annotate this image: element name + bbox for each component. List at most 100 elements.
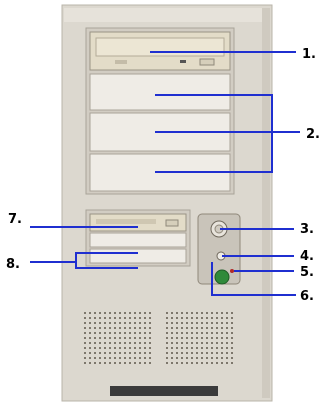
small-bay-cover-2 bbox=[89, 248, 187, 264]
vent-hole bbox=[109, 322, 111, 324]
vent-hole bbox=[191, 312, 193, 314]
vent-hole bbox=[84, 342, 86, 344]
vent-hole bbox=[89, 362, 91, 364]
vent-hole bbox=[109, 362, 111, 364]
vent-hole bbox=[186, 357, 188, 359]
vent-hole bbox=[211, 352, 213, 354]
vent-hole bbox=[221, 337, 223, 339]
vent-hole bbox=[109, 327, 111, 329]
vent-hole bbox=[191, 327, 193, 329]
vent-hole bbox=[109, 342, 111, 344]
vent-hole bbox=[191, 332, 193, 334]
vent-hole bbox=[196, 337, 198, 339]
vent-hole bbox=[171, 362, 173, 364]
vent-hole bbox=[134, 312, 136, 314]
vent-hole bbox=[176, 322, 178, 324]
vent-hole bbox=[191, 362, 193, 364]
vent-hole bbox=[231, 332, 233, 334]
vent-hole bbox=[166, 342, 168, 344]
vent-hole bbox=[89, 337, 91, 339]
vent-hole bbox=[176, 352, 178, 354]
vent-hole bbox=[119, 317, 121, 319]
vent-hole bbox=[119, 322, 121, 324]
vent-hole bbox=[166, 332, 168, 334]
vent-hole bbox=[201, 312, 203, 314]
vent-hole bbox=[149, 312, 151, 314]
empty-bay-cover-1 bbox=[89, 73, 231, 111]
vent-hole bbox=[186, 327, 188, 329]
vent-hole bbox=[211, 337, 213, 339]
vent-hole bbox=[104, 332, 106, 334]
callout-6: 6. bbox=[300, 289, 314, 304]
vent-hole bbox=[186, 352, 188, 354]
vent-hole bbox=[181, 322, 183, 324]
vent-hole bbox=[181, 317, 183, 319]
vent-hole bbox=[129, 342, 131, 344]
vent-hole bbox=[104, 347, 106, 349]
vent-hole bbox=[206, 347, 208, 349]
vent-hole bbox=[119, 337, 121, 339]
vent-hole bbox=[139, 342, 141, 344]
vent-hole bbox=[114, 327, 116, 329]
vent-hole bbox=[206, 342, 208, 344]
vent-hole bbox=[231, 327, 233, 329]
vent-hole bbox=[181, 347, 183, 349]
vent-hole bbox=[171, 352, 173, 354]
vent-hole bbox=[139, 352, 141, 354]
vent-hole bbox=[216, 312, 218, 314]
callout-7: 7. bbox=[8, 212, 22, 227]
vent-hole bbox=[139, 322, 141, 324]
vent-hole bbox=[94, 337, 96, 339]
vent-hole bbox=[144, 357, 146, 359]
vent-hole bbox=[221, 347, 223, 349]
vent-hole bbox=[94, 347, 96, 349]
vent-hole bbox=[171, 327, 173, 329]
vent-hole bbox=[94, 322, 96, 324]
vent-hole bbox=[134, 337, 136, 339]
vent-hole bbox=[134, 342, 136, 344]
vent-hole bbox=[149, 357, 151, 359]
vent-hole bbox=[149, 362, 151, 364]
vent-hole bbox=[196, 332, 198, 334]
cd-logo-mark bbox=[115, 60, 127, 64]
vent-hole bbox=[171, 332, 173, 334]
vent-hole bbox=[149, 342, 151, 344]
vent-hole bbox=[89, 342, 91, 344]
vent-hole bbox=[181, 352, 183, 354]
callout-5: 5. bbox=[300, 265, 314, 280]
leader-8 bbox=[75, 252, 138, 269]
vent-hole bbox=[84, 332, 86, 334]
vent-hole bbox=[84, 312, 86, 314]
vent-hole bbox=[231, 357, 233, 359]
vent-hole bbox=[134, 327, 136, 329]
vent-hole bbox=[144, 327, 146, 329]
vent-hole bbox=[221, 322, 223, 324]
vent-hole bbox=[166, 322, 168, 324]
small-bay-cover-1 bbox=[89, 232, 187, 248]
vent-hole bbox=[191, 342, 193, 344]
vent-hole bbox=[139, 347, 141, 349]
vent-hole bbox=[186, 322, 188, 324]
vent-hole bbox=[196, 327, 198, 329]
vent-hole bbox=[176, 312, 178, 314]
vent-hole bbox=[144, 312, 146, 314]
vent-hole bbox=[129, 317, 131, 319]
vent-hole bbox=[196, 347, 198, 349]
vent-hole bbox=[99, 347, 101, 349]
vent-hole bbox=[186, 337, 188, 339]
vent-hole bbox=[176, 357, 178, 359]
vent-hole bbox=[139, 332, 141, 334]
vent-hole bbox=[109, 332, 111, 334]
vent-hole bbox=[84, 327, 86, 329]
leader-6 bbox=[211, 262, 296, 296]
vent-hole bbox=[99, 332, 101, 334]
vent-hole bbox=[181, 337, 183, 339]
vent-hole bbox=[114, 357, 116, 359]
vent-hole bbox=[84, 317, 86, 319]
vent-hole bbox=[186, 342, 188, 344]
vent-hole bbox=[196, 362, 198, 364]
vent-hole bbox=[104, 342, 106, 344]
vent-hole bbox=[114, 317, 116, 319]
vent-hole bbox=[206, 357, 208, 359]
vent-hole bbox=[166, 317, 168, 319]
